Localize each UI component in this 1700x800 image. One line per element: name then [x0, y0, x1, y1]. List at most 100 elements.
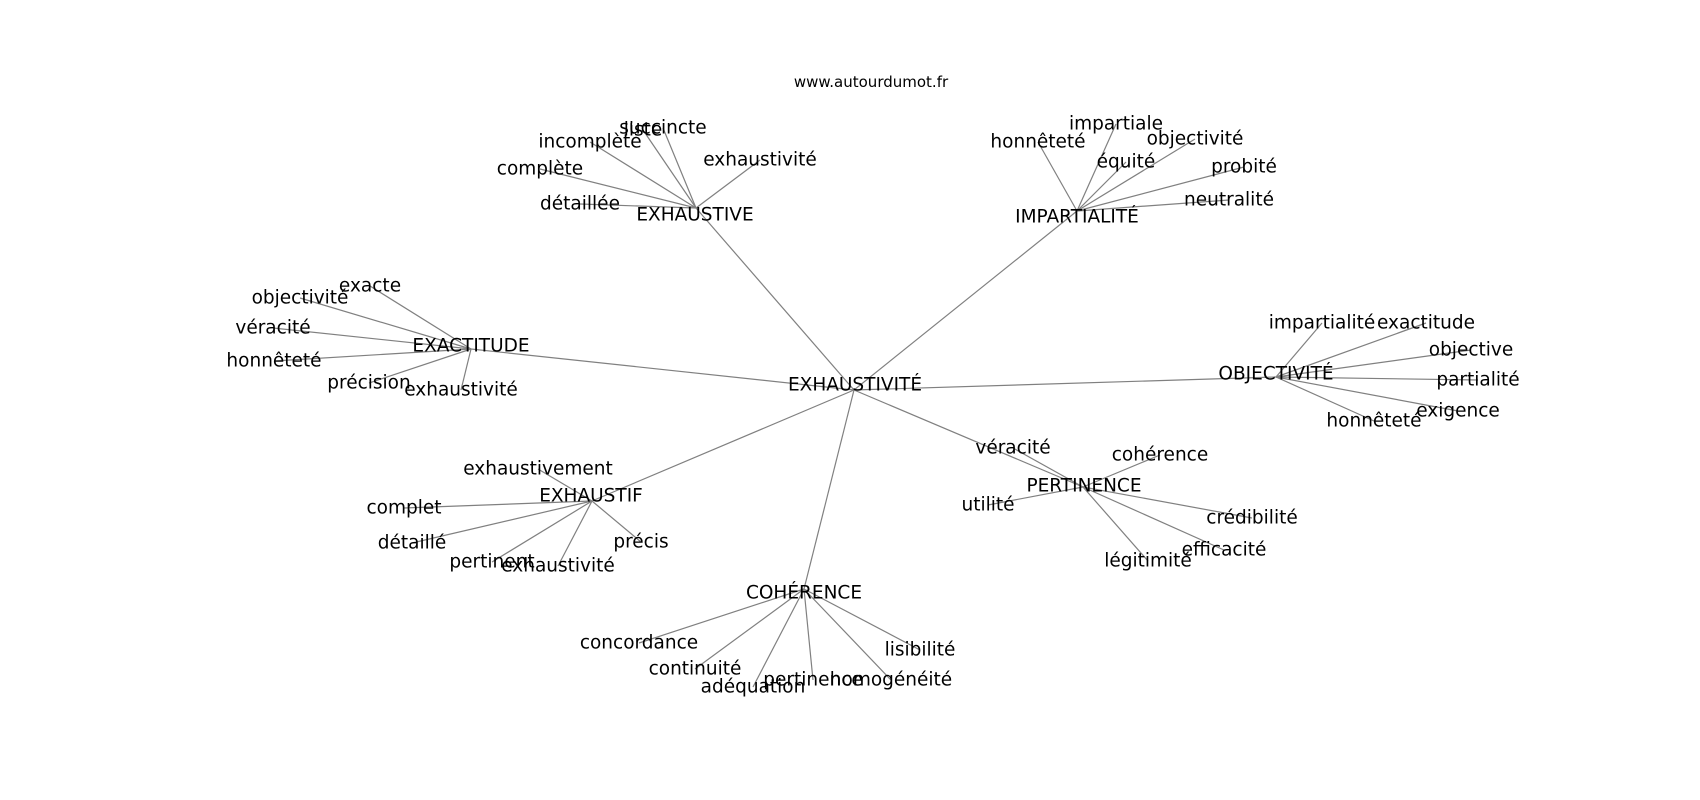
- leaf-node-label: homogénéité: [830, 670, 952, 691]
- edge-hub-to-leaf: [803, 588, 814, 681]
- edge-hub-to-leaf: [557, 500, 593, 567]
- edge-hub-to-leaf: [1076, 199, 1230, 212]
- edge-hub-to-leaf: [1082, 486, 1149, 562]
- leaf-node-label: exactitude: [1377, 313, 1475, 334]
- edge-hub-to-leaf: [662, 127, 697, 209]
- edge-hub-to-leaf: [1275, 376, 1479, 381]
- edge-hub-to-leaf: [1082, 486, 1253, 519]
- leaf-node-label: cohérence: [1112, 445, 1208, 466]
- leaf-node-label: probité: [1211, 157, 1277, 178]
- labels-layer: EXHAUSTIVITÉ EXHAUSTIVE listesuccincteinco…: [226, 114, 1519, 698]
- center-node-label: EXHAUSTIVITÉ: [788, 374, 922, 396]
- edge-hub-to-leaf: [368, 348, 472, 384]
- hub-node-label: EXHAUSTIVE: [636, 205, 753, 226]
- edge-center-to-hub: [853, 389, 1084, 488]
- edge-hub-to-leaf: [403, 500, 593, 509]
- edge-hub-to-leaf: [1275, 322, 1427, 378]
- leaf-node-label: liste: [624, 120, 663, 141]
- edge-hub-to-leaf: [273, 348, 472, 362]
- edge-center-to-hub: [591, 389, 855, 502]
- leaf-node-label: objectivité: [252, 288, 349, 309]
- hub-node-label: COHÉRENCE: [746, 582, 862, 604]
- leaf-node-label: impartiale: [1069, 114, 1163, 135]
- edge-hub-to-leaf: [579, 203, 697, 209]
- edge-hub-to-leaf: [299, 297, 472, 350]
- leaf-node-label: exigence: [1416, 401, 1500, 422]
- leaf-node-label: concordance: [580, 633, 698, 654]
- edge-hub-to-leaf: [591, 500, 642, 543]
- edge-hub-to-leaf: [1275, 376, 1375, 422]
- edge-hub-to-leaf: [638, 588, 805, 644]
- edge-hub-to-leaf: [752, 588, 805, 688]
- leaf-node-label: exhaustivité: [501, 556, 615, 577]
- edge-hub-to-leaf: [1082, 486, 1225, 551]
- leaf-node-label: honnêteté: [1326, 411, 1421, 432]
- edge-hub-to-leaf: [987, 486, 1084, 506]
- edge-hub-to-leaf: [272, 327, 472, 350]
- edge-hub-to-leaf: [1037, 141, 1078, 212]
- hub-node-label: OBJECTIVITÉ: [1218, 363, 1333, 385]
- leaf-node-label: objectivité: [1147, 129, 1244, 150]
- leaf-node-label: détaillé: [378, 533, 447, 554]
- hub-node-label: EXHAUSTIF: [539, 486, 643, 507]
- leaf-node-label: incomplète: [538, 132, 641, 153]
- hub-node-label: PERTINENCE: [1026, 476, 1141, 497]
- leaf-node-label: honnêteté: [226, 351, 321, 372]
- hub-node-label: IMPARTIALITÉ: [1015, 206, 1139, 228]
- leaf-node-label: pertinence: [763, 670, 863, 691]
- edge-center-to-hub: [803, 389, 855, 590]
- edge-hub-to-leaf: [803, 588, 892, 681]
- edge-hub-to-leaf: [411, 500, 593, 544]
- edge-hub-to-leaf: [1076, 138, 1196, 212]
- edge-hub-to-leaf: [642, 129, 697, 209]
- leaf-node-label: complet: [366, 498, 441, 519]
- edge-hub-to-leaf: [369, 285, 472, 350]
- edge-hub-to-leaf: [537, 468, 593, 502]
- leaf-node-label: exhaustivité: [404, 380, 518, 401]
- edge-hub-to-leaf: [695, 159, 761, 209]
- leaf-node-label: pertinent: [449, 552, 534, 573]
- leaf-node-label: exhaustivement: [463, 459, 613, 480]
- edge-hub-to-leaf: [1076, 166, 1245, 212]
- edge-hub-to-leaf: [1275, 322, 1323, 378]
- leaf-node-label: véracité: [235, 318, 310, 339]
- leaf-node-label: légitimité: [1104, 551, 1192, 572]
- edge-hub-to-leaf: [589, 141, 697, 209]
- leaf-node-label: neutralité: [1184, 190, 1274, 211]
- edge-hub-to-leaf: [539, 168, 697, 209]
- edge-hub-to-leaf: [1082, 454, 1161, 488]
- leaf-node-label: lisibilité: [885, 640, 956, 661]
- edge-hub-to-leaf: [1076, 161, 1127, 212]
- leaf-node-label: objective: [1429, 340, 1513, 361]
- leaf-node-label: honnêteté: [990, 132, 1085, 153]
- leaf-node-label: précis: [613, 532, 668, 553]
- leaf-node-label: crédibilité: [1206, 508, 1297, 529]
- leaf-node-label: exhaustivité: [703, 150, 817, 171]
- edge-hub-to-leaf: [1275, 349, 1472, 378]
- leaf-node-label: partialité: [1436, 370, 1519, 391]
- leaf-node-label: complète: [497, 159, 583, 180]
- leaf-node-label: équité: [1097, 152, 1156, 173]
- edges-layer: [272, 123, 1479, 688]
- edge-hub-to-leaf: [491, 500, 593, 563]
- edge-center-to-hub: [853, 210, 1078, 391]
- edge-center-to-hub: [853, 376, 1277, 391]
- leaf-node-label: succincte: [619, 118, 706, 139]
- leaf-node-label: détaillée: [540, 194, 620, 215]
- edge-hub-to-leaf: [694, 588, 805, 670]
- leaf-node-label: exacte: [339, 276, 401, 297]
- edge-hub-to-leaf: [803, 588, 921, 651]
- edge-hub-to-leaf: [1275, 376, 1459, 412]
- leaf-node-label: précision: [327, 373, 410, 394]
- hub-node-label: EXACTITUDE: [412, 336, 529, 357]
- edge-hub-to-leaf: [1076, 123, 1117, 212]
- edge-hub-to-leaf: [1012, 447, 1084, 488]
- edge-hub-to-leaf: [460, 348, 472, 391]
- leaf-node-label: impartialité: [1269, 313, 1376, 334]
- site-watermark: www.autourdumot.fr: [794, 73, 949, 91]
- leaf-node-label: véracité: [975, 438, 1050, 459]
- edge-center-to-hub: [470, 348, 855, 391]
- leaf-node-label: efficacité: [1182, 540, 1267, 561]
- leaf-node-label: adéquation: [701, 677, 806, 698]
